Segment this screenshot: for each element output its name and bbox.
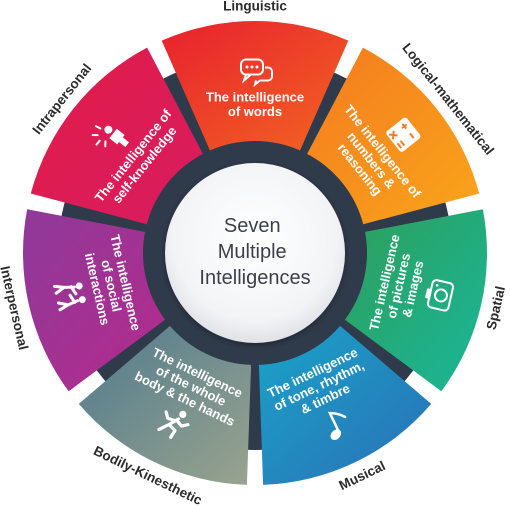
self-reflection-icon bbox=[91, 125, 130, 148]
music-note-icon bbox=[327, 411, 347, 440]
segment-interpersonal: The intelligenceof socialinteractionsInt… bbox=[0, 209, 166, 392]
people-interacting-icon bbox=[53, 282, 86, 312]
segment-line: The intelligence bbox=[206, 90, 304, 105]
center-title: Seven Multiple Intelligences bbox=[199, 215, 310, 289]
segment-line: of words bbox=[228, 104, 282, 119]
center-line-3: Intelligences bbox=[199, 267, 310, 289]
running-person-icon bbox=[157, 410, 190, 440]
center-line-1: Seven bbox=[224, 215, 281, 237]
segment-musical-shape bbox=[258, 325, 432, 485]
segment-interpersonal-shape bbox=[22, 209, 166, 392]
center-line-2: Multiple bbox=[218, 241, 287, 263]
camera-icon bbox=[425, 279, 455, 312]
calculator-icon bbox=[386, 117, 421, 152]
label-spatial: Spatial bbox=[484, 285, 508, 331]
label-linguistic: Linguistic bbox=[223, 0, 287, 14]
speech-bubbles-icon bbox=[240, 58, 273, 88]
segment-spatial-shape bbox=[344, 209, 487, 392]
center-disc bbox=[165, 163, 345, 343]
segment-bodily-shape bbox=[78, 325, 252, 485]
segment-musical: The intelligenceof tone, rhythm,& timbre… bbox=[258, 325, 432, 493]
